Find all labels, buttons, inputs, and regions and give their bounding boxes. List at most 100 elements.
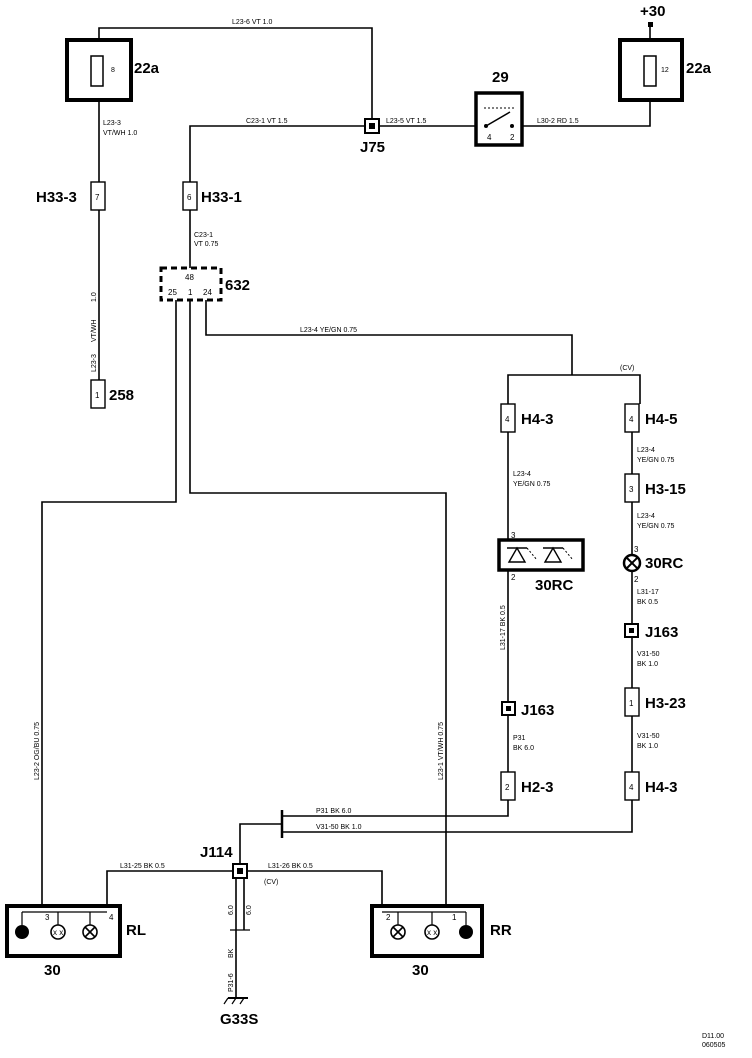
c632-pin-24: 24	[203, 288, 212, 297]
c632-label: 632	[225, 277, 250, 294]
wire-label-vtwh-a: VT/WH 1.0	[103, 130, 137, 137]
c258-pin: 1	[95, 391, 100, 400]
h33-3-pin: 7	[95, 193, 100, 202]
wire-label-v31-50-a2: BK 1.0	[637, 661, 658, 668]
wire-label-c23-1b: C23-1	[194, 232, 213, 239]
fuse-8-icon	[90, 55, 104, 87]
h3-15-label: H3-15	[645, 481, 686, 498]
switch-contact-icon	[485, 111, 511, 127]
svg-text:x x: x x	[53, 928, 63, 937]
rl-pin-3: 3	[45, 913, 50, 922]
connector-h33-3: 7 H33-3	[36, 181, 106, 211]
wire-label-l23-6: L23-6 VT 1.0	[232, 19, 272, 26]
wire-label-v31-50-b2: BK 1.0	[637, 743, 658, 750]
wire-label-l23-4-c1: L23-4	[637, 513, 655, 520]
wire-label-vt075: VT 0.75	[194, 241, 218, 248]
wire-label-258-id: L23-3	[91, 354, 98, 372]
wire-label-l31-17-r1: L31-17	[637, 589, 659, 596]
wire-label-c23-1: C23-1 VT 1.5	[246, 118, 288, 125]
svg-text:x x: x x	[427, 928, 437, 937]
splice-j75: J75	[360, 118, 385, 156]
wire-label-l23-4-b1: L23-4	[637, 447, 655, 454]
cv-top-label: (CV)	[620, 365, 634, 372]
lamp-cluster-rl: x x 3 4 RL 30	[5, 904, 146, 979]
wire-label-ground-4: P31-6	[228, 973, 235, 992]
wire-label-l23-2: L23-2 OG/BU 0.75	[34, 722, 41, 780]
supply-plus30-label: +30	[640, 3, 665, 20]
wire-label-l23-1: L23-1 VT/WH 0.75	[438, 722, 445, 780]
fuse-12-icon	[643, 55, 657, 87]
splice-j163-right: J163	[624, 623, 678, 641]
30rc-right-pin-a: 3	[634, 545, 639, 554]
connector-632: 48 25 1 24 632	[159, 266, 250, 302]
supply-terminal-icon	[648, 22, 653, 27]
wires-mid: L23-4 YE/GN 0.75 (CV) L23-2 OG/BU 0.75 L…	[34, 300, 641, 910]
rl-ref-label: 30	[44, 962, 61, 979]
footer-ref-2: 060505	[702, 1042, 725, 1049]
svg-text:2: 2	[510, 133, 515, 142]
connector-h3-15: 3 H3-15	[624, 473, 686, 503]
fuse-left-number: 8	[111, 67, 115, 74]
30rc-right-pin-b: 2	[634, 575, 639, 584]
rr-pin-2: 2	[386, 913, 391, 922]
connector-h2-3: 2 H2-3	[500, 771, 554, 801]
wires-ground-return: P31 BK 6.0 V31-50 BK 1.0	[239, 800, 633, 864]
h33-1-label: H33-1	[201, 189, 242, 206]
wire-label-ground-2: 6.0	[246, 905, 253, 915]
wire-label-l23-4-a1: L23-4	[513, 471, 531, 478]
led-icon-2	[543, 546, 563, 563]
h2-3-pin: 2	[505, 783, 510, 792]
j163-left-label: J163	[521, 702, 554, 719]
wire-label-v31-50-h: V31-50 BK 1.0	[316, 824, 362, 831]
fuse-box-22a-right: 12 22a +30	[618, 3, 712, 102]
rr-pin-1: 1	[452, 913, 457, 922]
h4-3-bottom-label: H4-3	[645, 779, 678, 796]
lamp-cluster-rr: x x 2 1 RR 30	[370, 904, 512, 979]
wire-label-ground-3: BK	[228, 948, 235, 958]
j75-label: J75	[360, 139, 385, 156]
lamp-30rc-left: 3 2 30RC	[497, 531, 585, 594]
wire-label-ground-1: 6.0	[228, 905, 235, 915]
connector-h3-23: 1 H3-23	[624, 687, 686, 717]
wire-label-258-size: 1.0	[91, 292, 98, 302]
h4-3-top-pin: 4	[505, 415, 510, 424]
splice-j163-left: J163	[501, 701, 554, 719]
wire-label-p31-b: BK 6.0	[513, 745, 534, 752]
fuse-right-number: 12	[661, 67, 669, 74]
switch-29: 4 2 29	[474, 69, 524, 147]
rr-label: RR	[490, 922, 512, 939]
h33-1-pin: 6	[187, 193, 192, 202]
wire-label-l23-4-c2: YE/GN 0.75	[637, 523, 674, 530]
wire-label-l23-4-top: L23-4 YE/GN 0.75	[300, 327, 357, 334]
wire-label-l23-3-a: L23-3	[103, 120, 121, 127]
wires-top: L23-6 VT 1.0 L30-2 RD 1.5 L23-5 VT 1.5 C…	[98, 19, 651, 182]
fuse-box-22a-left: 8 22a	[65, 38, 160, 102]
splice-j114: J114 (CV)	[200, 844, 278, 886]
c632-pin-48: 48	[185, 273, 194, 282]
h3-23-label: H3-23	[645, 695, 686, 712]
wire-label-l31-25: L31-25 BK 0.5	[120, 863, 165, 870]
fuse-left-label: 22a	[134, 60, 160, 77]
30rc-left-pin-a: 3	[511, 531, 516, 540]
c632-pin-25: 25	[168, 288, 177, 297]
lamp-bulb-icon-6	[459, 925, 473, 939]
wire-label-l23-4-b2: YE/GN 0.75	[637, 457, 674, 464]
wire-label-l23-4-a2: YE/GN 0.75	[513, 481, 550, 488]
lamp-bulb-icon	[15, 925, 29, 939]
wire-label-v31-50-b1: V31-50	[637, 733, 660, 740]
h4-3-top-label: H4-3	[521, 411, 554, 428]
wire-label-258-color: VT/WH	[91, 319, 98, 342]
wire-label-l23-5: L23-5 VT 1.5	[386, 118, 426, 125]
c632-pin-1: 1	[188, 288, 193, 297]
j163-right-label: J163	[645, 624, 678, 641]
wire-label-l30-2: L30-2 RD 1.5	[537, 118, 579, 125]
connector-h4-5: 4 H4-5	[624, 403, 678, 433]
lamp-30rc-right: 3 2 30RC	[622, 545, 684, 584]
j114-label: J114	[200, 844, 233, 861]
h4-3-bottom-pin: 4	[629, 783, 634, 792]
wire-label-p31-h: P31 BK 6.0	[316, 808, 352, 815]
30rc-left-pin-b: 2	[511, 573, 516, 582]
wire-label-p31-a: P31	[513, 735, 526, 742]
led-icon	[507, 546, 527, 563]
